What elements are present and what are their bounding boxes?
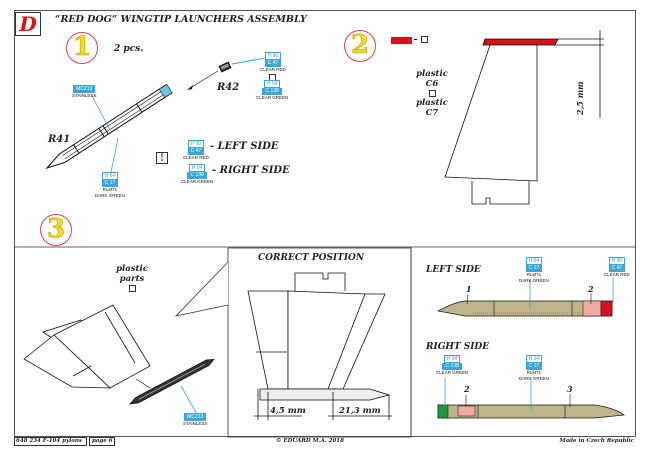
quantity-label: 2 pcs. <box>114 44 144 54</box>
fin-c6 <box>444 30 604 205</box>
material-label: plastic <box>116 264 148 274</box>
decal-swatch <box>391 37 412 44</box>
launcher-r41 <box>45 83 173 170</box>
right-side-title: RIGHT SIDE <box>426 342 490 352</box>
left-side-color-code: H 90 C 47 CLEAR RED <box>183 140 209 160</box>
material-label: plastic <box>416 69 448 79</box>
section-title: “RED DOG” WINGTIP LAUNCHERS ASSEMBLY <box>55 14 307 25</box>
right-color-code-clear-green: H 94 C 138 CLEAR GREEN <box>436 355 469 375</box>
material-label: plastic <box>416 98 448 108</box>
color-code-clear-green: H 94 C 138 CLEAR GREEN <box>256 80 289 100</box>
page-frame <box>14 10 636 437</box>
assembly-arrow <box>189 70 219 89</box>
color-code-stainless: MC213 STAINLESS <box>183 413 208 426</box>
part-r42 <box>218 61 232 73</box>
correct-position-title: CORRECT POSITION <box>258 253 365 263</box>
step-number-2: 2 <box>344 30 376 62</box>
pylon-iso <box>23 304 151 389</box>
decal-icon <box>421 36 428 43</box>
color-code-clear-red: H 90 C 47 CLEAR RED <box>260 52 286 81</box>
section-letter: D <box>15 12 41 36</box>
footer-kit-box <box>14 437 87 446</box>
footer-kit: 648 234 F-104 pylons <box>16 438 83 444</box>
launcher-right-side <box>437 377 625 419</box>
left-side-label: - LEFT SIDE <box>210 141 279 152</box>
footer-origin: Made in Czech Republic <box>559 438 634 444</box>
left-color-code-dark-green: H 64 C 17 RLM71 DARK GREEN <box>519 257 549 283</box>
footer-page: page 6 <box>92 438 113 444</box>
right-side-color-code: H 94 C 138 CLEAR GREEN <box>181 164 214 184</box>
dimension-2-5mm: 2,5 mm <box>575 81 585 115</box>
left-color-code-clear-red: H 90 C 47 CLEAR RED <box>604 257 630 277</box>
material-label: parts <box>119 274 145 284</box>
footer-page-box <box>89 437 115 446</box>
left-side-title: LEFT SIDE <box>426 265 481 275</box>
dash <box>414 39 417 40</box>
right-color-code-dark-green: H 64 C 17 RLM71 DARK GREEN <box>519 355 549 381</box>
marker-2: 2 <box>588 284 594 294</box>
part-label-r42: R42 <box>217 82 240 93</box>
launcher-left-side <box>436 277 614 317</box>
plastic-part-icon <box>428 90 436 97</box>
step-number-3: 3 <box>40 214 72 246</box>
callout-wedge <box>174 261 229 317</box>
step2-parts: plastic C6 plastic C7 <box>410 69 454 118</box>
plastic-part-icon <box>128 285 136 292</box>
part-label-c7: C7 <box>425 108 439 118</box>
right-side-label: - RIGHT SIDE <box>212 165 290 176</box>
part-label-c6: C6 <box>425 79 439 89</box>
dimension-4-5mm: 4,5 mm <box>270 406 306 416</box>
marker-1: 1 <box>466 284 472 294</box>
warning-icon: ! <box>156 152 168 164</box>
color-code-stainless: MC213 STAINLESS <box>72 85 97 98</box>
launcher-step3 <box>128 358 215 405</box>
footer-copyright: © EDUARD M.A. 2018 <box>276 438 344 444</box>
marker-3: 3 <box>567 384 573 394</box>
dimension-21-3mm: 21,3 mm <box>339 406 381 416</box>
footer: 648 234 F-104 pylons page 6 © EDUARD M.A… <box>14 437 636 447</box>
correct-position-drawing <box>247 272 392 420</box>
part-label-r41: R41 <box>48 134 71 145</box>
step3-parts: plastic parts <box>110 264 154 293</box>
marker-2: 2 <box>464 384 470 394</box>
color-code-dark-green: H 64 C 17 RLM71 DARK GREEN <box>95 172 125 198</box>
step-number-1: 1 <box>66 32 98 64</box>
